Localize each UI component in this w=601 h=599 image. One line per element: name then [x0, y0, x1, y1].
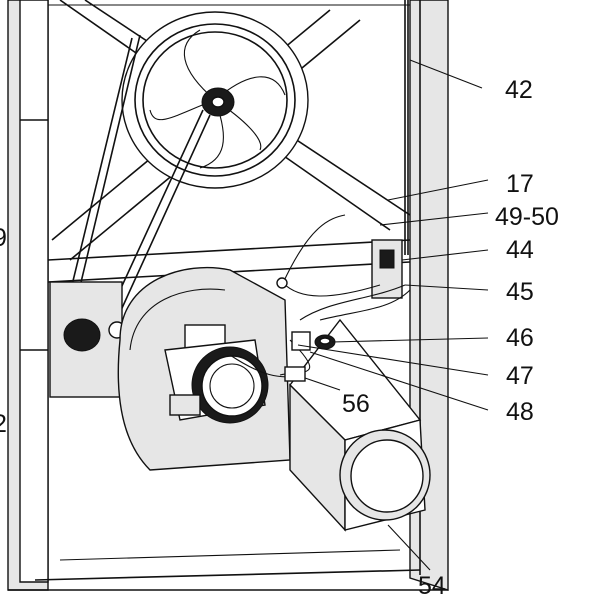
- control-box: [371, 239, 403, 299]
- callout-54: 54: [418, 572, 446, 599]
- pressure-switches: [291, 331, 336, 351]
- callout-labels: 42 17 49-50 44 45 46 47 48 56 54 9 2: [0, 76, 559, 599]
- callout-2-partial: 2: [0, 410, 7, 438]
- callout-47: 47: [506, 362, 534, 390]
- motor-pulley: [49, 281, 126, 398]
- callout-48: 48: [506, 398, 534, 426]
- callout-9-partial: 9: [0, 224, 7, 252]
- callout-42: 42: [505, 76, 533, 104]
- callout-45: 45: [506, 278, 534, 306]
- callout-49-50: 49-50: [495, 203, 559, 231]
- wiring: [229, 0, 411, 382]
- fan-motor: [164, 324, 269, 424]
- callout-44: 44: [506, 236, 534, 264]
- callout-56: 56: [342, 390, 370, 418]
- callout-17: 17: [506, 170, 534, 198]
- leader-lines: [297, 59, 489, 571]
- callout-46: 46: [506, 324, 534, 352]
- pulley-wheel: [121, 11, 309, 189]
- duct-box: [289, 318, 431, 532]
